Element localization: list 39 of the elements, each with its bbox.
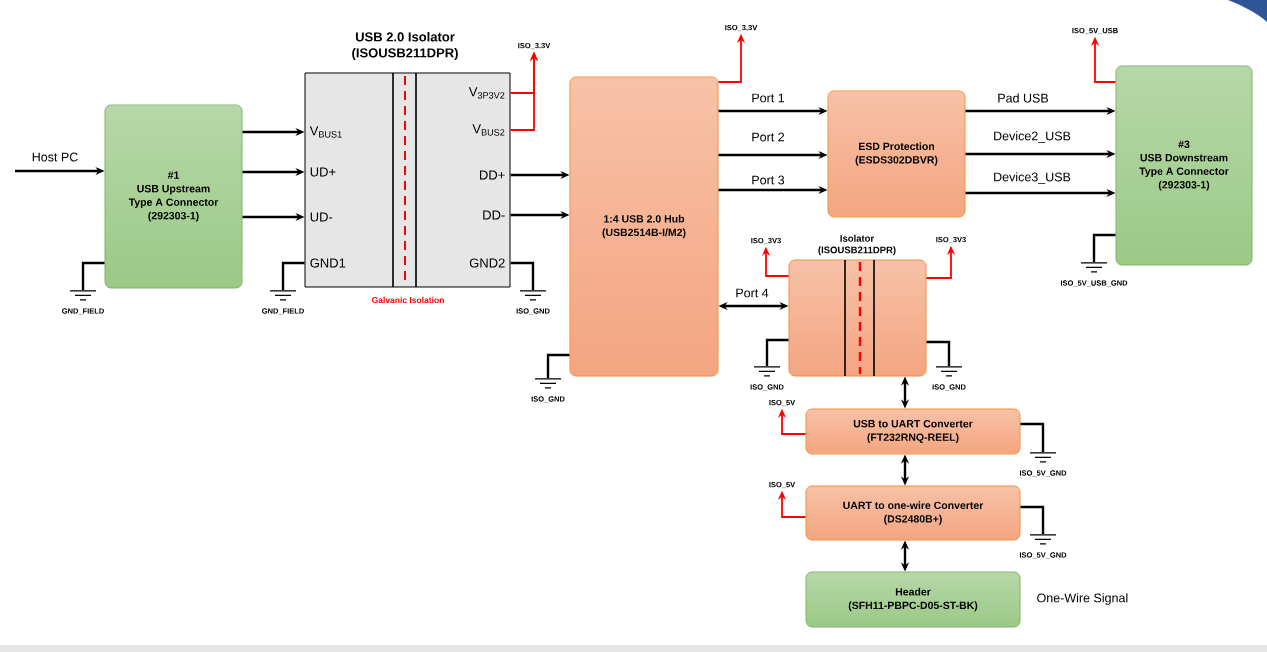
component-box: UART to one-wire Converter (DS2480B+) (805, 485, 1021, 541)
component-box: ESD Protection (ESDS302DBVR) (827, 90, 966, 218)
ground-line (546, 353, 570, 378)
ground-line (1020, 505, 1045, 534)
ground-line (1020, 422, 1045, 452)
edge-label: Host PC (30, 151, 80, 163)
pin-label: DD- (483, 210, 505, 220)
component-box: USB to UART Converter (FT232RNQ-REEL) (805, 408, 1021, 455)
edge-label: Port 4 (734, 287, 770, 299)
component-box: 1:4 USB 2.0 Hub (USB2514B-I/M2) (569, 76, 719, 377)
block-heading: USB 2.0 Isolator (ISOUSB211DPR) (352, 31, 458, 61)
connector-box: #3 USB Downstream Type A Connector (292303-1) (1115, 65, 1253, 266)
ground-line (926, 340, 951, 366)
edge-label: Device3_USB (992, 171, 1072, 185)
pin-label: GND1 (310, 258, 346, 268)
pin-label: UD- (310, 212, 333, 222)
ground-line (765, 338, 789, 366)
ground-line (81, 261, 105, 290)
edge-label: Port 1 (750, 92, 786, 104)
pin-label: V$_{BUS1}$ (309, 126, 342, 138)
block-heading: Isolator (ISOUSB211DPR) (818, 234, 896, 256)
pin-label: V$_{3P3V2}$ (468, 87, 505, 99)
ground-line (281, 261, 305, 290)
connector-box: Header (SFH11-PBPC-D05-ST-BK) (805, 571, 1021, 628)
caption-text: Galvanic Isolation (372, 296, 444, 304)
signal-label: One-Wire Signal (1037, 593, 1128, 605)
edge-label: Device2_USB (992, 130, 1072, 144)
isolator-box (304, 72, 511, 288)
pin-label: DD+ (480, 170, 505, 180)
component-box (788, 259, 927, 377)
pin-label: V$_{BUS2}$ (472, 124, 505, 136)
ground-line (510, 261, 535, 290)
pin-label: GND2 (469, 258, 505, 268)
edge-label: Pad USB (996, 92, 1050, 104)
connector-box: #1 USB Upstream Type A Connector (292303-1) (104, 104, 243, 289)
pin-label: UD+ (310, 167, 336, 177)
ground-line (1092, 233, 1116, 262)
edge-label: Port 2 (750, 131, 786, 143)
edge-label: Port 3 (750, 174, 786, 186)
